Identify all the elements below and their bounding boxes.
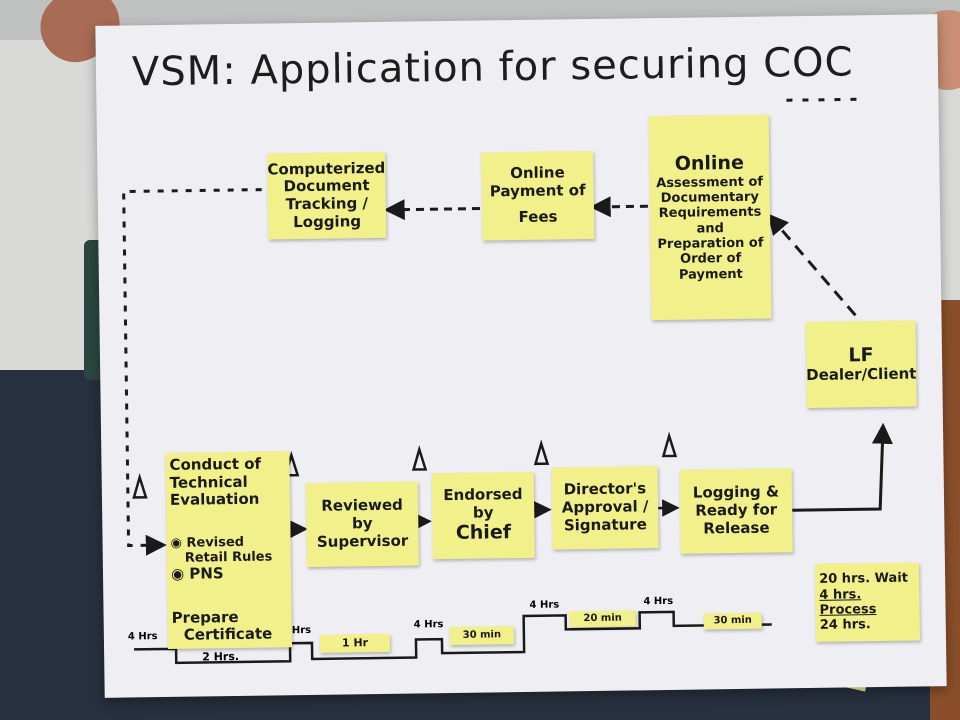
timeline-process-label: 2 Hrs. (202, 649, 240, 664)
info-flow-tracking-to-evaluation (122, 188, 262, 556)
vsm-poster: VSM: Application for securing COC Compu (95, 14, 947, 698)
summary-total: 24 hrs. (819, 617, 871, 634)
process-online-payment: Online Payment of Fees (481, 150, 595, 241)
info-flow-payment-to-tracking (383, 199, 480, 221)
bullet-pns: ◉ PNS (170, 564, 224, 584)
timeline-process-label: 20 min (569, 610, 636, 628)
info-flow-assessment-to-payment (589, 196, 648, 218)
bullet-revised-retail-rules: ◉ Revised (170, 534, 245, 551)
summary-process: 4 hrs. Process (819, 586, 877, 618)
technical-evaluation-heading: Conduct of Technical Evaluation (169, 454, 262, 510)
process-endorsed-by-chief: Endorsed by Chief (431, 471, 535, 560)
process-online-assessment: Online Assessment of Documentary Require… (648, 114, 772, 321)
top-right-marks (786, 97, 857, 102)
inventory-triangle-1 (132, 472, 148, 499)
info-flow-lf-to-assessment (767, 213, 857, 317)
inventory-triangle-5 (661, 431, 678, 458)
timeline-wait-label: 4 Hrs (127, 631, 158, 643)
inventory-triangle-4 (533, 439, 550, 466)
timeline-wait-label: Hrs (291, 624, 312, 637)
timeline-ladder (134, 610, 772, 665)
summary-wait: 20 hrs. Wait (819, 570, 909, 588)
inventory-triangle-3 (411, 445, 428, 471)
flow-arrow-release-to-lf (792, 422, 893, 512)
timeline-process-label: 30 min (703, 612, 762, 630)
process-directors-approval: Director's Approval / Signature (551, 466, 659, 550)
prepare-certificate: Prepare Certificate (171, 607, 273, 645)
technical-evaluation-references: ◉ Revised Retail Rules ◉ PNS (170, 534, 273, 584)
customer-lf-dealer: LF Dealer/Client (805, 320, 917, 409)
timeline-wait-label: 4 Hrs (413, 619, 444, 631)
process-technical-evaluation: Conduct of Technical Evaluation ◉ Revise… (165, 451, 293, 649)
flow-lines (122, 97, 893, 665)
lead-time-summary: 20 hrs. Wait 4 hrs. Process 24 hrs. (814, 562, 921, 642)
timeline-wait-label: 4 Hrs (643, 595, 674, 608)
timeline-process-label: 30 min (449, 626, 515, 646)
timeline-process-label: 1 Hr (319, 633, 391, 653)
process-document-tracking: Computerized Document Tracking / Logging (267, 151, 387, 240)
process-reviewed-by-supervisor: Reviewed by Supervisor (305, 481, 419, 568)
process-logging-ready-release: Logging & Ready for Release (679, 468, 793, 554)
timeline-wait-label: 4 Hrs (529, 599, 560, 611)
